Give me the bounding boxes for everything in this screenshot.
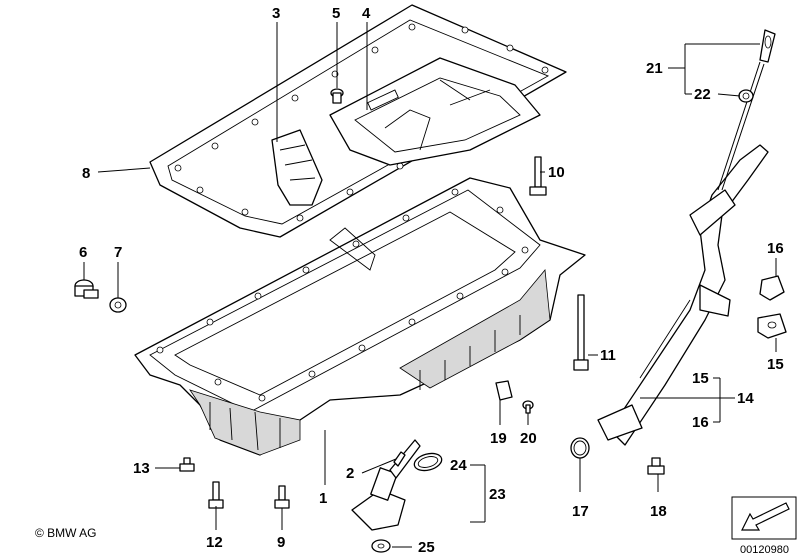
bolt-20	[522, 400, 534, 414]
clip-15	[757, 313, 787, 339]
callout-labels: 1 2 3 4 5 6 7 8 9 10 11 12 13 14 15 15 1…	[79, 5, 784, 556]
callout-8: 8	[82, 165, 90, 182]
sealing-washer-7	[109, 297, 127, 313]
callout-7: 7	[114, 244, 122, 261]
callout-23: 23	[489, 486, 506, 503]
callout-6: 6	[79, 244, 87, 261]
seal-ring-17	[570, 437, 590, 459]
clip-16	[759, 275, 785, 301]
callout-16a: 16	[767, 240, 784, 257]
callout-13: 13	[133, 460, 150, 477]
o-ring-22	[738, 89, 754, 103]
callout-24: 24	[450, 457, 467, 474]
callout-17: 17	[572, 503, 589, 520]
callout-21: 21	[646, 60, 663, 77]
callout-11: 11	[600, 347, 616, 364]
copyright-text: © BMW AG	[35, 526, 97, 540]
bolt-9	[274, 485, 290, 509]
bolt-11	[573, 294, 589, 371]
o-ring-24	[413, 452, 443, 472]
callout-1: 1	[319, 490, 327, 507]
oil-dipstick	[717, 29, 776, 191]
callout-5: 5	[332, 5, 340, 22]
callout-22: 22	[694, 86, 711, 103]
callout-15b: 15	[767, 356, 784, 373]
image-id: 00120980	[740, 544, 789, 556]
bolt-2	[393, 451, 406, 467]
clip-19	[495, 380, 513, 401]
nut-25	[371, 539, 391, 553]
bolt-10	[529, 156, 547, 196]
bolt-5	[330, 88, 344, 104]
dipstick-guide-tube	[597, 144, 769, 446]
callout-18: 18	[650, 503, 667, 520]
callout-3: 3	[272, 5, 280, 22]
callout-25: 25	[418, 539, 435, 556]
oil-level-sensor	[351, 439, 421, 531]
callout-16b: 16	[692, 414, 709, 431]
callout-15a: 15	[692, 370, 709, 387]
callout-14: 14	[737, 390, 754, 407]
bolt-13	[179, 457, 195, 472]
callout-10: 10	[548, 164, 565, 181]
direction-arrow-icon	[731, 496, 797, 540]
callout-20: 20	[520, 430, 537, 447]
drain-plug	[74, 279, 99, 299]
leader-lines	[83, 22, 777, 548]
callout-19: 19	[490, 430, 507, 447]
bolt-12	[208, 481, 224, 509]
callout-4: 4	[362, 5, 371, 22]
bolt-18	[647, 457, 665, 475]
windage-bracket	[271, 129, 323, 206]
oil-pan	[134, 177, 586, 456]
callout-9: 9	[277, 534, 285, 551]
callout-12: 12	[206, 534, 223, 551]
callout-2: 2	[346, 465, 354, 482]
oil-baffle-plate	[329, 57, 541, 166]
